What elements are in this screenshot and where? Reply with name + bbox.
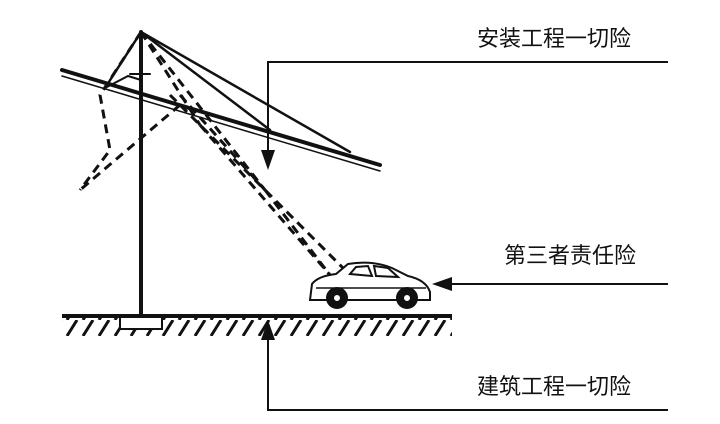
installation-insurance-label: 安装工程一切险 (477, 27, 632, 52)
leader-lines (267, 61, 668, 411)
third-party-liability-label: 第三者责任险 (504, 244, 637, 269)
construction-insurance-label: 建筑工程一切险 (477, 375, 632, 400)
tower-crane-icon (60, 30, 382, 318)
car-icon (308, 261, 431, 309)
ground (62, 314, 452, 336)
collapse-path (78, 31, 347, 276)
crane-foundation (119, 316, 163, 330)
arrow-icon (261, 150, 452, 340)
